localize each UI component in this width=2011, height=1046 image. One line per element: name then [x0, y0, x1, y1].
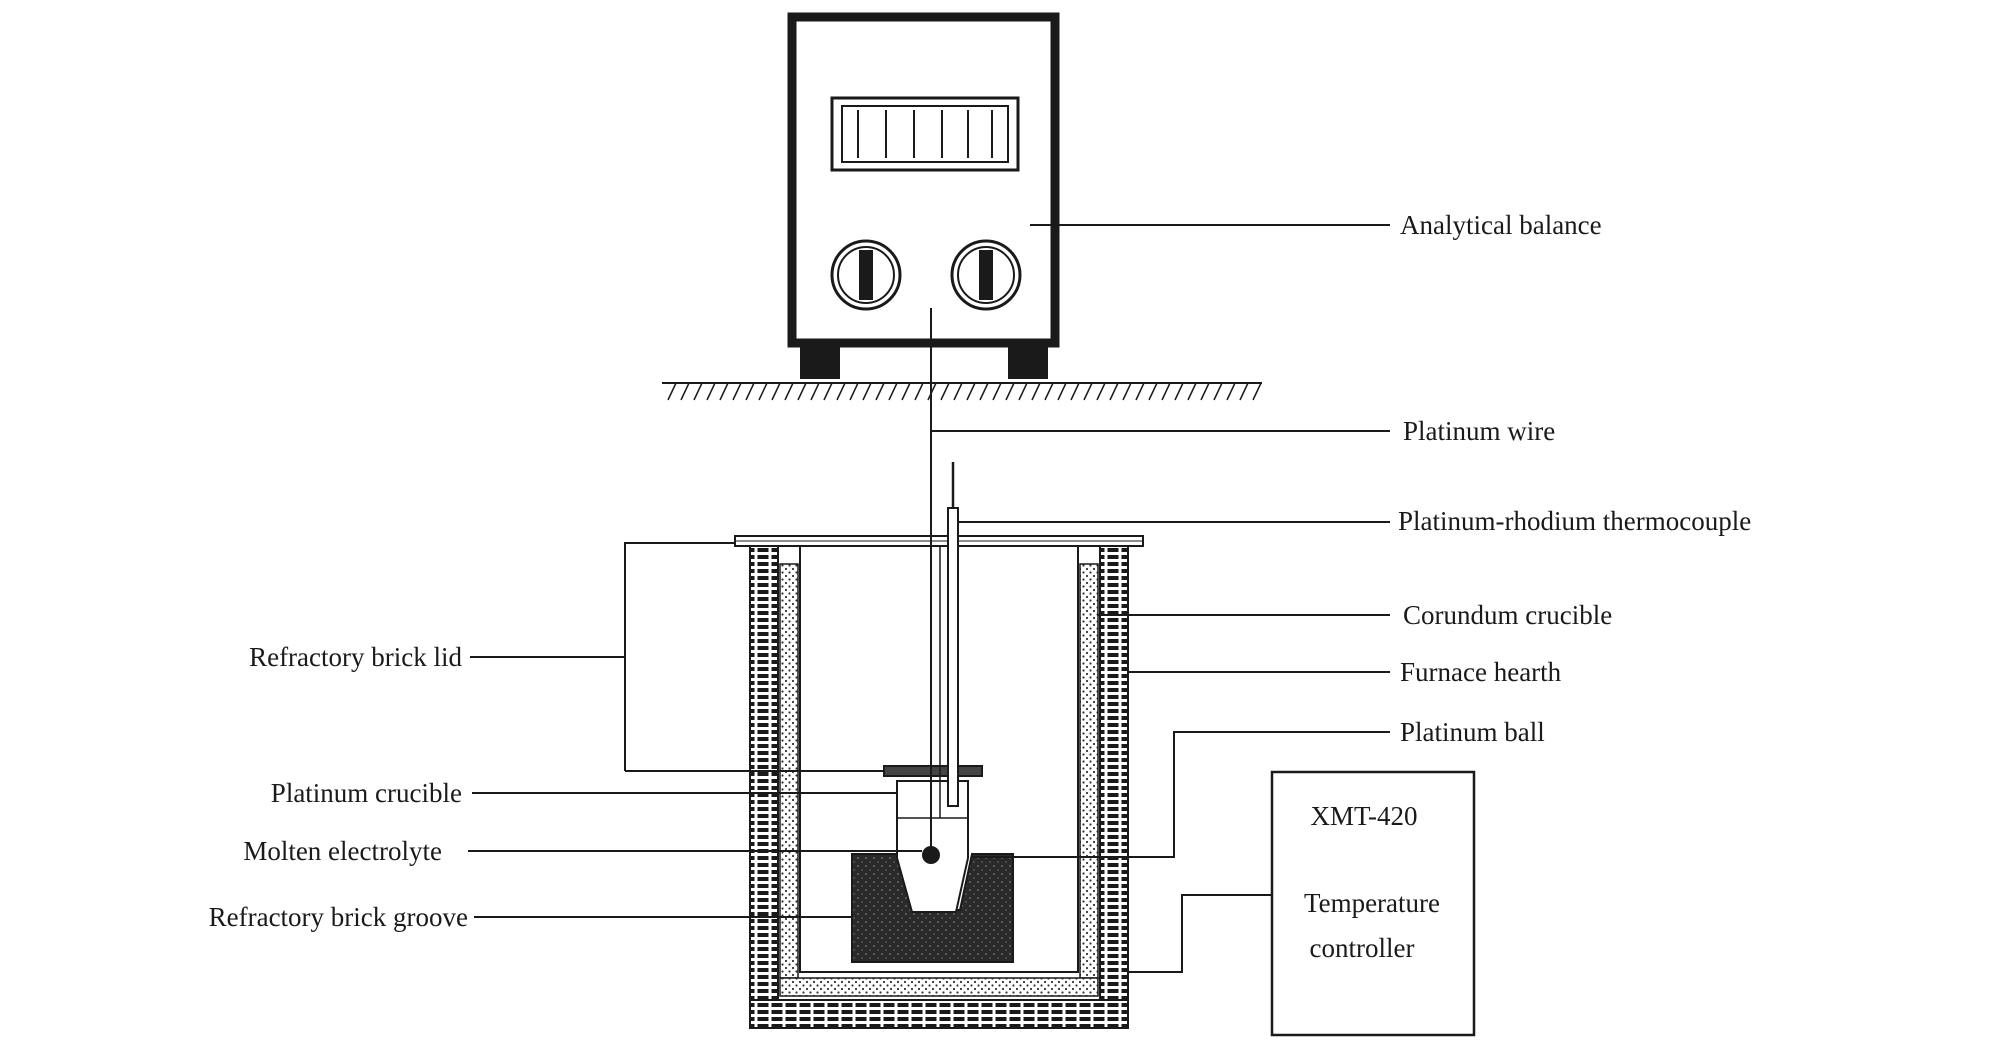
ground-hatch-mark [862, 382, 872, 401]
ground-hatch-mark [1122, 382, 1132, 401]
ground-hatch-mark [1187, 382, 1197, 401]
balance-knob-left [830, 239, 902, 311]
ground-hatch-mark [1252, 382, 1262, 401]
platinum-ball [922, 846, 940, 864]
ground-hatch-mark [1083, 382, 1093, 401]
ground-hatch-mark [992, 382, 1002, 401]
ground-hatch-mark [680, 382, 690, 401]
ground-hatch-mark [1031, 382, 1041, 401]
controller-line2: controller [1310, 933, 1415, 963]
ground-hatch-mark [1057, 382, 1067, 401]
thermocouple-sheath [947, 507, 959, 807]
label-platinum-wire: Platinum wire [1403, 416, 1555, 446]
ground-hatch-mark [1109, 382, 1119, 401]
furnace-hearth-bottom [749, 999, 1129, 1029]
ground-hatch-mark [1226, 382, 1236, 401]
refractory-brick-lid [883, 765, 983, 777]
ground-hatch-mark [1070, 382, 1080, 401]
leader-lines-right [931, 224, 1390, 973]
furnace [734, 308, 1144, 1029]
ground-hatch-mark [914, 382, 924, 401]
analytical-balance [787, 12, 1060, 379]
ground-hatch-mark [797, 382, 807, 401]
ground-hatch-mark [1213, 382, 1223, 401]
ground-surface [662, 382, 1262, 401]
ground-hatch-mark [1200, 382, 1210, 401]
ground-hatch-mark [836, 382, 846, 401]
leader-lines-left [468, 542, 922, 918]
ground-hatch-mark [875, 382, 885, 401]
label-refractory-brick-lid: Refractory brick lid [249, 642, 462, 672]
ground-hatch-mark [784, 382, 794, 401]
ground-hatch-mark [1161, 382, 1171, 401]
label-furnace-hearth: Furnace hearth [1400, 657, 1562, 687]
ground-hatch-mark [758, 382, 768, 401]
ground-hatch-mark [953, 382, 963, 401]
ground-hatch-mark [719, 382, 729, 401]
balance-display [830, 96, 1020, 172]
furnace-hearth-left-wall [749, 545, 779, 1029]
label-platinum-ball: Platinum ball [1400, 717, 1545, 747]
furnace-hearth-right-wall [1099, 545, 1129, 1029]
label-thermocouple: Platinum-rhodium thermocouple [1398, 506, 1751, 536]
ground-hatch-mark [1239, 382, 1249, 401]
ground-hatch-mark [888, 382, 898, 401]
ground-hatch-mark [1096, 382, 1106, 401]
controller-model: XMT-420 [1310, 801, 1417, 831]
ground-hatch-mark [1018, 382, 1028, 401]
ground-hatch-mark [1174, 382, 1184, 401]
ground-hatch-mark [1148, 382, 1158, 401]
ground-hatch-mark [667, 382, 677, 401]
temperature-controller: XMT-420 Temperature controller [1270, 770, 1476, 1037]
ground-hatch-mark [979, 382, 989, 401]
ground-hatch-mark [1005, 382, 1015, 401]
ground-hatch-mark [810, 382, 820, 401]
balance-knob-right [950, 239, 1022, 311]
label-analytical-balance: Analytical balance [1400, 210, 1602, 240]
label-molten-electrolyte: Molten electrolyte [243, 836, 442, 866]
label-platinum-crucible: Platinum crucible [271, 778, 462, 808]
ground-hatch-mark [966, 382, 976, 401]
ground-hatch-mark [693, 382, 703, 401]
ground-hatch-mark [849, 382, 859, 401]
ground-hatch-mark [1044, 382, 1054, 401]
label-refractory-brick-groove: Refractory brick groove [209, 902, 468, 932]
ground-hatch-mark [771, 382, 781, 401]
ground-hatch-mark [1135, 382, 1145, 401]
ground-hatch-mark [940, 382, 950, 401]
ground-hatch-mark [823, 382, 833, 401]
controller-line1: Temperature [1304, 888, 1440, 918]
ground-hatch-mark [732, 382, 742, 401]
ground-hatch-mark [901, 382, 911, 401]
ground-hatch-mark [706, 382, 716, 401]
ground-hatch-mark [745, 382, 755, 401]
label-corundum-crucible: Corundum crucible [1403, 600, 1612, 630]
